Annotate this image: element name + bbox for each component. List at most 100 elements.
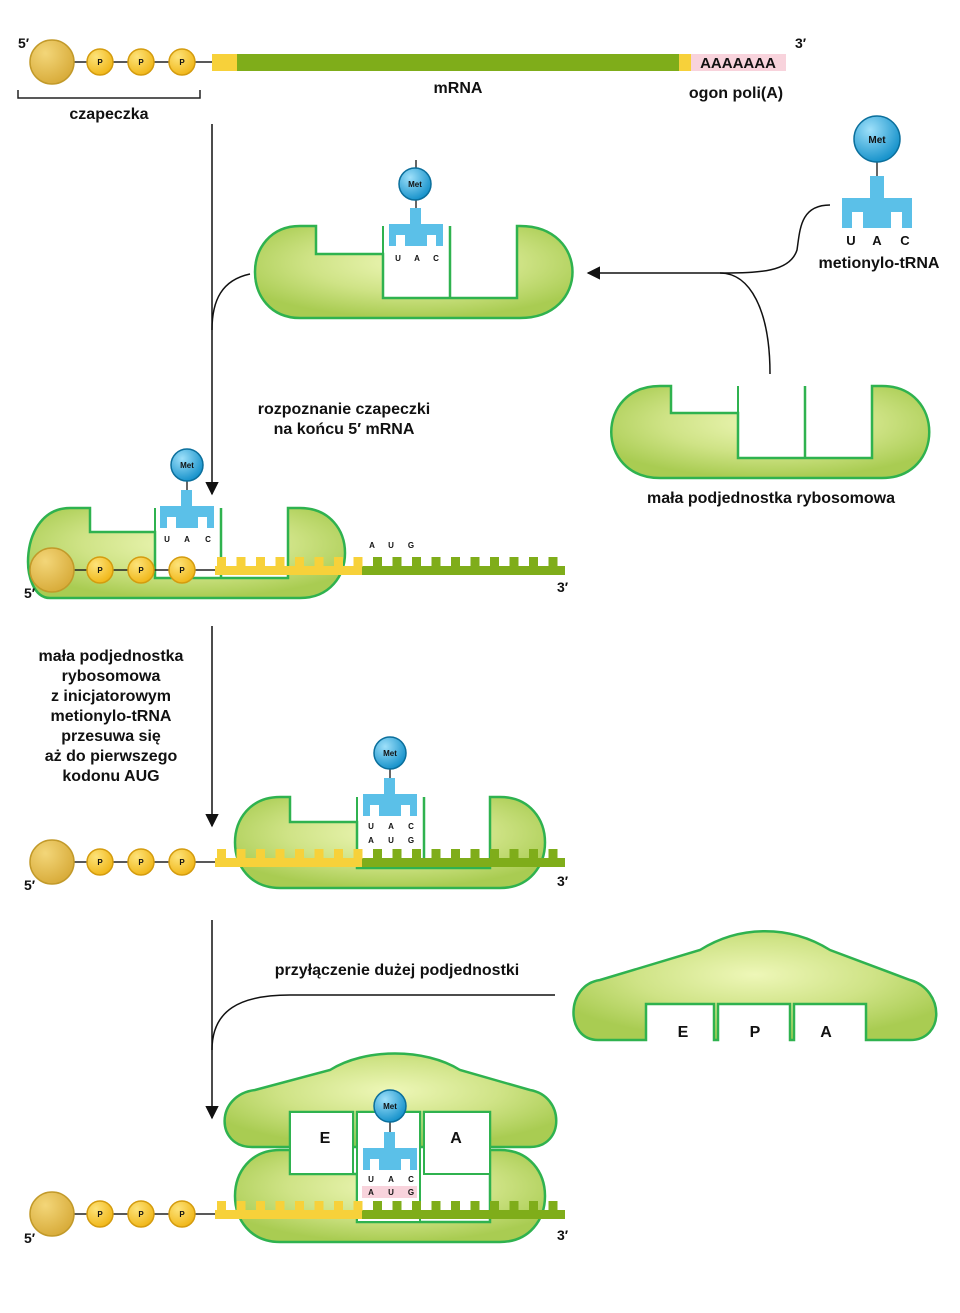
svg-text:Met: Met: [408, 180, 422, 189]
met-trna-label: metionylo-tRNA: [819, 255, 940, 272]
large-join-curve: [211, 994, 555, 1051]
small-subunit-label: mała podjednostka rybosomowa: [647, 490, 895, 507]
nucleotide-tooth: [412, 849, 421, 859]
nucleotide-tooth: [392, 849, 402, 859]
nucleotide-tooth: [295, 849, 304, 859]
mrna-codon-strand: [215, 1201, 565, 1219]
phosphate-icon: P: [168, 556, 196, 584]
svg-text:3′: 3′: [557, 873, 569, 889]
nucleotide-tooth: [334, 1201, 343, 1211]
nucleotide-tooth: [217, 1201, 226, 1211]
svg-text:U: U: [846, 233, 855, 248]
svg-text:C: C: [408, 822, 414, 831]
svg-text:A: A: [369, 541, 375, 550]
svg-text:A: A: [414, 254, 420, 263]
svg-text:przesuwa się: przesuwa się: [61, 728, 161, 745]
preinitiation-complex: Met U A C: [253, 160, 574, 320]
nucleotide-tooth: [392, 557, 402, 567]
three-prime-label: 3′: [795, 35, 807, 51]
cap-icon: [29, 547, 75, 593]
nucleotide-tooth: [431, 557, 441, 567]
nucleotide-tooth: [353, 849, 363, 859]
svg-text:P: P: [179, 1210, 185, 1219]
nucleotide-tooth: [256, 1201, 265, 1211]
svg-text:Met: Met: [383, 1102, 397, 1111]
met-ball-icon: [373, 1089, 407, 1123]
cap-icon: [29, 839, 75, 885]
svg-text:A: A: [368, 836, 374, 845]
nucleotide-tooth: [412, 557, 421, 567]
nucleotide-tooth: [373, 1201, 382, 1211]
svg-text:U: U: [164, 535, 170, 544]
nucleotide-tooth: [451, 557, 460, 567]
svg-text:E: E: [678, 1024, 689, 1041]
phosphate-icon: P: [127, 556, 155, 584]
nucleotide-tooth: [509, 849, 519, 859]
polya-tail-label: ogon poli(A): [689, 85, 783, 102]
nucleotide-tooth: [256, 849, 265, 859]
svg-text:mała podjednostka: mała podjednostka: [39, 648, 184, 665]
small-subunit-shape: [610, 384, 931, 480]
phosphate-icon: P: [86, 48, 114, 76]
svg-text:U: U: [388, 836, 394, 845]
svg-text:A: A: [388, 822, 394, 831]
svg-text:E: E: [320, 1130, 331, 1147]
svg-text:P: P: [179, 858, 185, 867]
met-ball-icon: [398, 167, 432, 201]
svg-text:kodonu AUG: kodonu AUG: [62, 768, 159, 785]
phosphate-icon: P: [168, 1200, 196, 1228]
svg-text:P: P: [97, 566, 103, 575]
nucleotide-tooth: [509, 1201, 519, 1211]
coding-strand-segment: [362, 858, 565, 867]
nucleotide-tooth: [431, 1201, 441, 1211]
nucleotide-tooth: [529, 1201, 538, 1211]
nucleotide-tooth: [451, 849, 460, 859]
svg-text:Met: Met: [180, 461, 194, 470]
svg-text:rybosomowa: rybosomowa: [62, 668, 161, 685]
trna-icon: [363, 778, 417, 816]
nucleotide-tooth: [217, 849, 226, 859]
svg-text:P: P: [138, 566, 144, 575]
svg-text:P: P: [179, 58, 185, 67]
svg-text:5′: 5′: [24, 1230, 36, 1246]
merge-curve-1: [211, 273, 251, 331]
nucleotide-tooth: [353, 557, 363, 567]
nucleotide-tooth: [217, 557, 226, 567]
subunit-join-curve: [719, 272, 771, 375]
svg-text:C: C: [408, 1175, 414, 1184]
svg-text:Met: Met: [383, 749, 397, 758]
mrna-strand: [237, 54, 679, 71]
met-label: Met: [868, 135, 886, 146]
nucleotide-tooth: [295, 1201, 304, 1211]
met-ball-icon: [170, 448, 204, 482]
large-subunit-shape: [572, 930, 938, 1042]
polya-sequence: AAAAAAA: [700, 55, 776, 72]
nucleotide-tooth: [490, 557, 499, 567]
cap-recognition-line2: na końcu 5′ mRNA: [274, 421, 415, 438]
nucleotide-tooth: [548, 849, 558, 859]
svg-text:aż do pierwszego: aż do pierwszego: [45, 748, 178, 765]
met-ball-icon: [853, 115, 901, 163]
nucleotide-tooth: [529, 849, 538, 859]
phosphate-icon: P: [127, 1200, 155, 1228]
svg-text:A: A: [872, 233, 882, 248]
large-join-label: przyłączenie dużej podjednostki: [275, 962, 520, 979]
svg-text:C: C: [205, 535, 211, 544]
mrna-codon-strand: [215, 849, 565, 867]
nucleotide-tooth: [236, 557, 246, 567]
svg-text:C: C: [433, 254, 439, 263]
svg-text:A: A: [820, 1024, 832, 1041]
svg-text:P: P: [97, 1210, 103, 1219]
nucleotide-tooth: [353, 1201, 363, 1211]
phosphate-icon: P: [127, 48, 155, 76]
trna-icon: [842, 176, 912, 228]
nucleotide-tooth: [548, 1201, 558, 1211]
nucleotide-tooth: [509, 557, 519, 567]
utr-strand-segment: [215, 858, 362, 867]
large-subunit-free: E P A: [572, 930, 938, 1042]
svg-text:P: P: [97, 58, 103, 67]
codon-pairing-highlight: [362, 1186, 417, 1198]
top-mrna-group: 5′ P P P AAAAAAA 3′ czapeczka mRNA ogon …: [17, 35, 807, 123]
